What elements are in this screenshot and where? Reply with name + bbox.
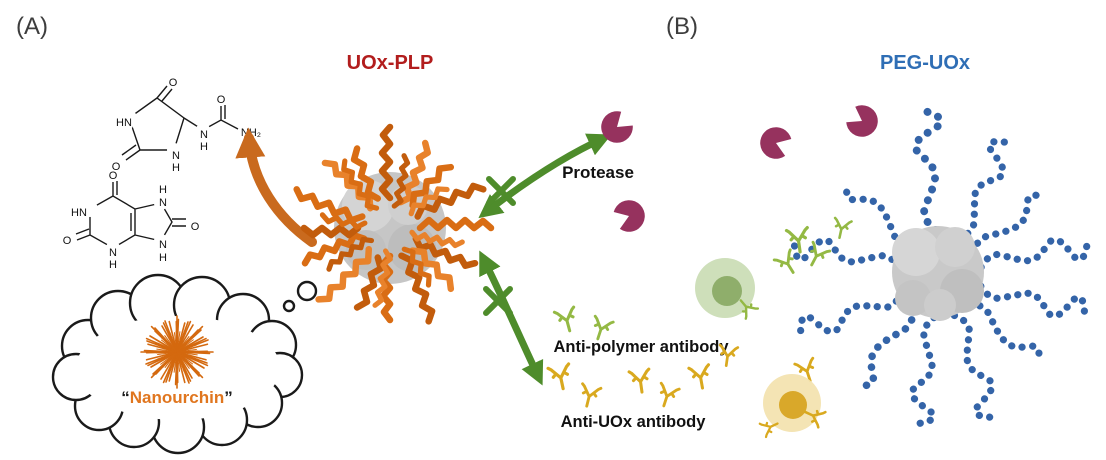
antibody-yellow-icon <box>627 367 654 396</box>
green-cell <box>695 258 760 320</box>
atom-label: N <box>172 150 180 162</box>
antibody-green-icon <box>552 305 581 335</box>
atom-label: HN <box>116 117 132 129</box>
thought-bubble-dot <box>282 299 296 313</box>
atom-label: H <box>159 252 167 264</box>
uox-plp-title: UOx-PLP <box>347 52 434 74</box>
uox-plp-nanoparticle <box>294 127 491 321</box>
block-x-icon <box>483 286 513 316</box>
antibody-yellow-icon <box>576 382 603 410</box>
atom-label: N <box>200 129 208 141</box>
antibody-yellow-icon <box>653 381 681 411</box>
atom-label: N <box>159 239 167 251</box>
quote-open: “ <box>121 388 130 407</box>
protease-icon <box>755 122 794 163</box>
atom-label: H <box>159 184 167 196</box>
atom-label: N <box>109 247 117 259</box>
allantoin-structure: O HN O N H N H O NH₂ <box>110 76 262 176</box>
allantoin-bonds <box>121 85 239 161</box>
protease-label: Protease <box>562 163 634 182</box>
atom-label: O <box>217 94 226 106</box>
atom-label: O <box>169 77 178 89</box>
nanourchin-illustration <box>131 306 223 398</box>
atom-label: O <box>109 170 118 182</box>
nanourchin-label: “Nanourchin” <box>121 388 232 407</box>
atom-label: N <box>159 197 167 209</box>
blocked-protease-arrow <box>478 133 612 219</box>
thought-bubble-dot <box>296 280 318 302</box>
atom-label: O <box>191 221 200 233</box>
antibody-yellow-icon <box>546 362 575 393</box>
atom-label: O <box>63 235 72 247</box>
yellow-cell <box>758 374 827 439</box>
panel-b-label: (B) <box>666 13 698 40</box>
uric-acid-structure: O HN O N H N H O N H <box>61 169 201 273</box>
blocked-antibody-arrow <box>479 250 544 386</box>
thought-bubble: “Nanourchin” <box>51 273 318 455</box>
atom-label: H <box>200 141 208 153</box>
peg-uox-title: PEG-UOx <box>880 52 970 74</box>
panel-a-label: (A) <box>16 13 48 40</box>
quote-close: ” <box>224 388 233 407</box>
atom-label: HN <box>71 207 87 219</box>
degradation-arrow <box>235 127 317 247</box>
anti-polymer-antibody-label: Anti-polymer antibody <box>553 338 729 356</box>
protease-icon <box>842 100 884 143</box>
degradation-products: O HN O N H N H O NH₂ O HN O N H N H O N … <box>61 76 262 273</box>
block-x-icon <box>486 176 516 206</box>
antibody-green-icon <box>830 216 853 241</box>
antibody-yellow-icon <box>687 363 714 392</box>
anti-uox-antibody-label: Anti-UOx antibody <box>561 413 707 431</box>
uox-protein-core <box>892 226 984 321</box>
atom-label: H <box>172 162 180 174</box>
atom-label: O <box>112 161 121 173</box>
protease-icon <box>611 195 650 236</box>
peg-uox-conjugate <box>791 108 1092 426</box>
atom-label: H <box>109 259 117 271</box>
nanourchin-word: Nanourchin <box>130 388 224 407</box>
